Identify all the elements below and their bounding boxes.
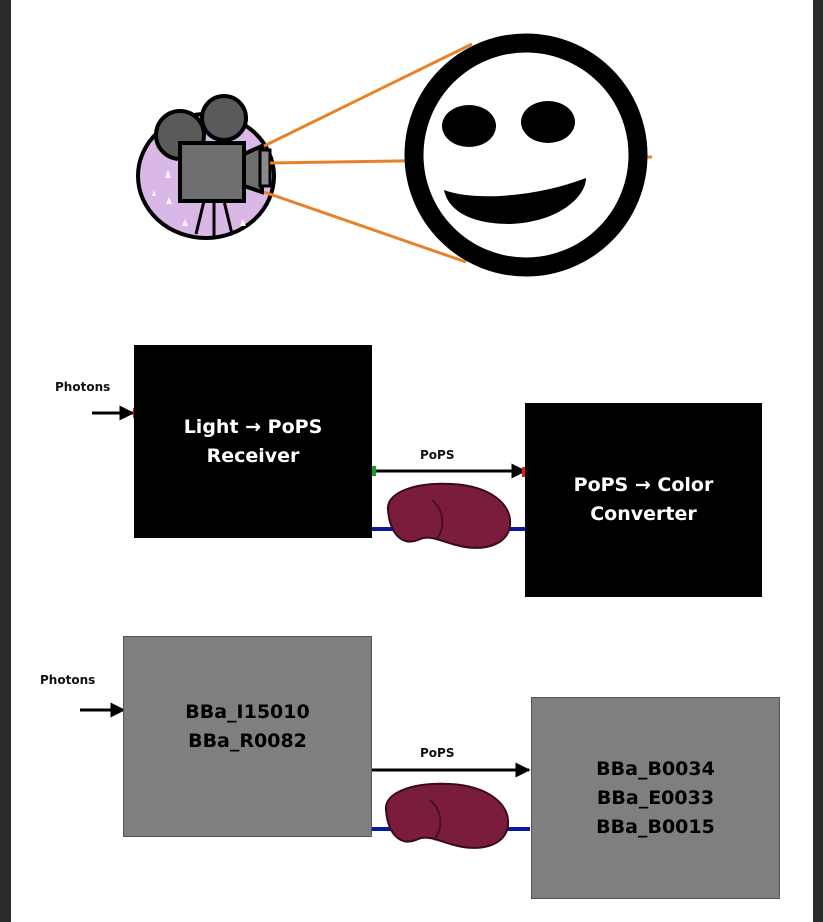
converter-part-2: BBa_E0033	[596, 786, 715, 809]
right-frame	[813, 0, 823, 922]
receiver-part-1: BBa_I15010	[185, 700, 310, 723]
receiver-parts-box: BBa_I15010 BBa_R0082	[123, 636, 372, 837]
parts-protein-fold-line	[429, 799, 442, 841]
protein-blob-icon	[386, 482, 512, 549]
pops-label: PoPS	[420, 448, 455, 462]
receiver-part-2: BBa_R0082	[188, 729, 307, 752]
converter-part-3: BBa_B0015	[596, 815, 715, 838]
photons-label: Photons	[55, 380, 111, 394]
converter-line-2: Converter	[590, 503, 697, 525]
parts-protein-blob-icon	[384, 782, 510, 849]
color-converter-box: PoPS → Color Converter	[525, 403, 762, 597]
converter-parts-box: BBa_B0034 BBa_E0033 BBa_B0015	[531, 697, 780, 899]
converter-line-1: PoPS → Color	[573, 474, 714, 496]
smiley-face-icon	[404, 33, 648, 277]
light-receiver-box: Light → PoPS Receiver	[134, 345, 372, 538]
protein-fold-line	[431, 499, 444, 541]
parts-pops-label: PoPS	[420, 746, 455, 760]
converter-part-1: BBa_B0034	[596, 757, 715, 780]
movie-projector-icon	[136, 94, 276, 240]
receiver-line-1: Light → PoPS	[183, 415, 323, 438]
parts-photons-label: Photons	[40, 673, 96, 687]
receiver-line-2: Receiver	[206, 444, 300, 467]
